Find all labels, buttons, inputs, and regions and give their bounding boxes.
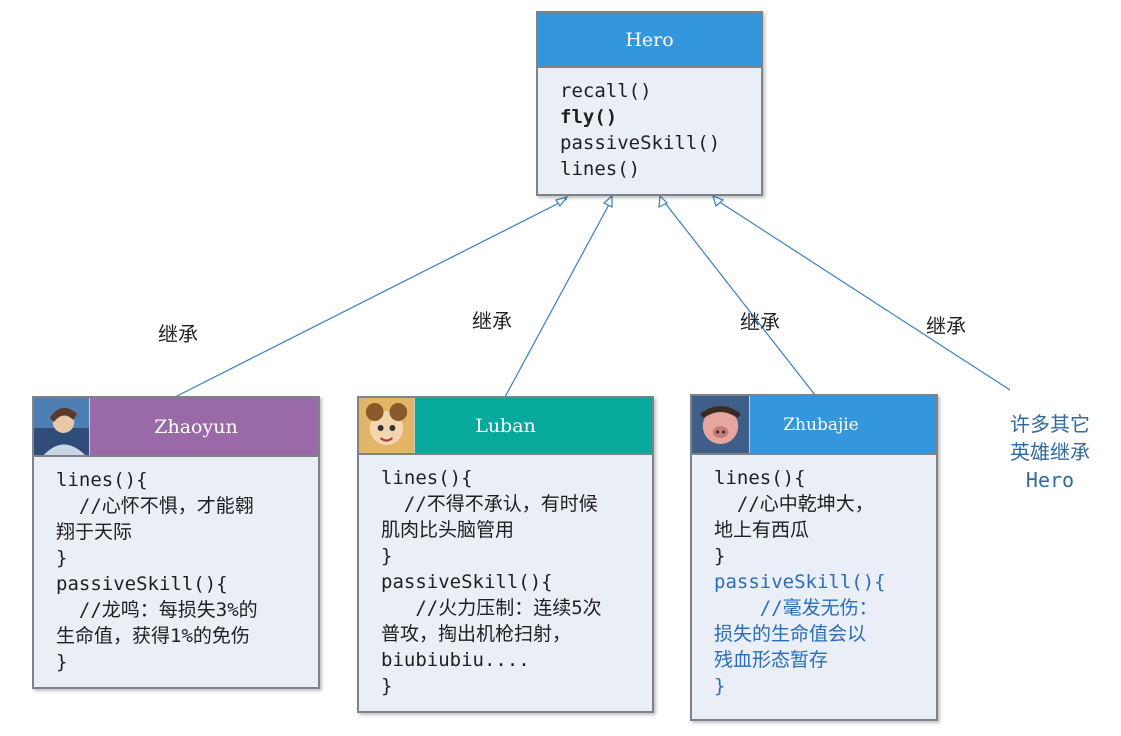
code-line: //火力压制：连续5次 [381,597,602,619]
class-zhubajie-name: Zhubajie [783,414,859,435]
class-zhaoyun: Zhaoyun lines(){ //心怀不惧，才能翱 翔于天际 } passi… [32,396,320,689]
arrowhead-zhubajie [658,194,669,209]
code-line: } [56,547,68,569]
class-zhaoyun-name: Zhaoyun [154,415,238,438]
edge-zhaoyun-hero [174,198,568,398]
code-line: passiveSkill(){ [56,573,228,595]
zhaoyun-avatar-icon [34,398,90,455]
method-fly: fly() [560,106,618,128]
arrowhead-zhaoyun [555,195,569,208]
code-line-highlight: passiveSkill(){ [714,571,886,593]
method-recall: recall() [560,80,652,102]
code-line: } [381,675,393,697]
class-zhubajie-header: Zhubajie [692,396,936,455]
code-line: biubiubiu.... [381,649,530,671]
luban-avatar-icon [359,398,415,453]
code-line: 地上有西瓜 [714,519,810,541]
code-line: } [56,651,68,673]
method-passive-skill: passiveSkill() [560,132,721,154]
edge-zhubajie-hero [661,198,816,396]
class-zhaoyun-header: Zhaoyun [34,398,318,457]
note-line: Hero [1025,468,1075,492]
edge-label-luban: 继承 [472,309,512,333]
code-line: lines(){ [714,467,806,489]
code-line-highlight: 损失的生命值会以 [714,623,867,645]
arrowhead-luban [602,194,613,208]
code-line: lines(){ [381,467,473,489]
class-hero-methods: recall() fly() passiveSkill() lines() [538,68,761,182]
class-luban-body: lines(){ //不得不承认，有时候 肌肉比头脑管用 } passiveSk… [359,455,652,699]
note-line: 许多其它 [1010,412,1090,436]
method-lines: lines() [560,158,641,180]
class-zhubajie-body: lines(){ //心中乾坤大， 地上有西瓜 } passiveSkill()… [692,455,936,699]
class-zhaoyun-body: lines(){ //心怀不惧，才能翱 翔于天际 } passiveSkill(… [34,457,318,675]
class-hero-name: Hero [625,28,674,51]
code-line: lines(){ [56,469,148,491]
code-line: //龙鸣：每损失3%的 [56,599,258,621]
class-zhubajie: Zhubajie lines(){ //心中乾坤大， 地上有西瓜 } passi… [690,394,938,721]
edge-others-hero [714,198,1011,391]
class-luban-name: Luban [475,414,536,437]
class-hero: Hero recall() fly() passiveSkill() lines… [536,11,763,196]
code-line: 生命值，获得1%的免伤 [56,625,250,647]
class-luban: Luban lines(){ //不得不承认，有时候 肌肉比头脑管用 } pas… [357,396,654,713]
code-line: } [381,545,393,567]
code-line-highlight: //毫发无伤： [714,597,878,619]
edge-label-others: 继承 [926,314,966,338]
code-line: } [714,545,726,567]
arrowhead-others [712,194,725,208]
code-line: 普攻，掏出机枪扫射， [381,623,572,645]
zhubajie-avatar-icon [692,396,750,453]
class-luban-header: Luban [359,398,652,455]
code-line: //心怀不惧，才能翱 [56,495,254,517]
code-line: //不得不承认，有时候 [381,493,598,515]
code-line: 肌肉比头脑管用 [381,519,515,541]
edge-label-zhubajie: 继承 [740,310,780,334]
code-line: 翔于天际 [56,521,133,543]
code-line-highlight: 残血形态暂存 [714,649,829,671]
edge-label-zhaoyun: 继承 [158,322,198,346]
note-line: 英雄继承 [1010,440,1090,464]
code-line: //心中乾坤大， [714,493,874,515]
edge-luban-hero [504,198,613,398]
code-line-highlight: } [714,675,726,697]
code-line: passiveSkill(){ [381,571,553,593]
class-hero-header: Hero [538,13,761,68]
other-heroes-note: 许多其它 英雄继承 Hero [985,410,1115,494]
